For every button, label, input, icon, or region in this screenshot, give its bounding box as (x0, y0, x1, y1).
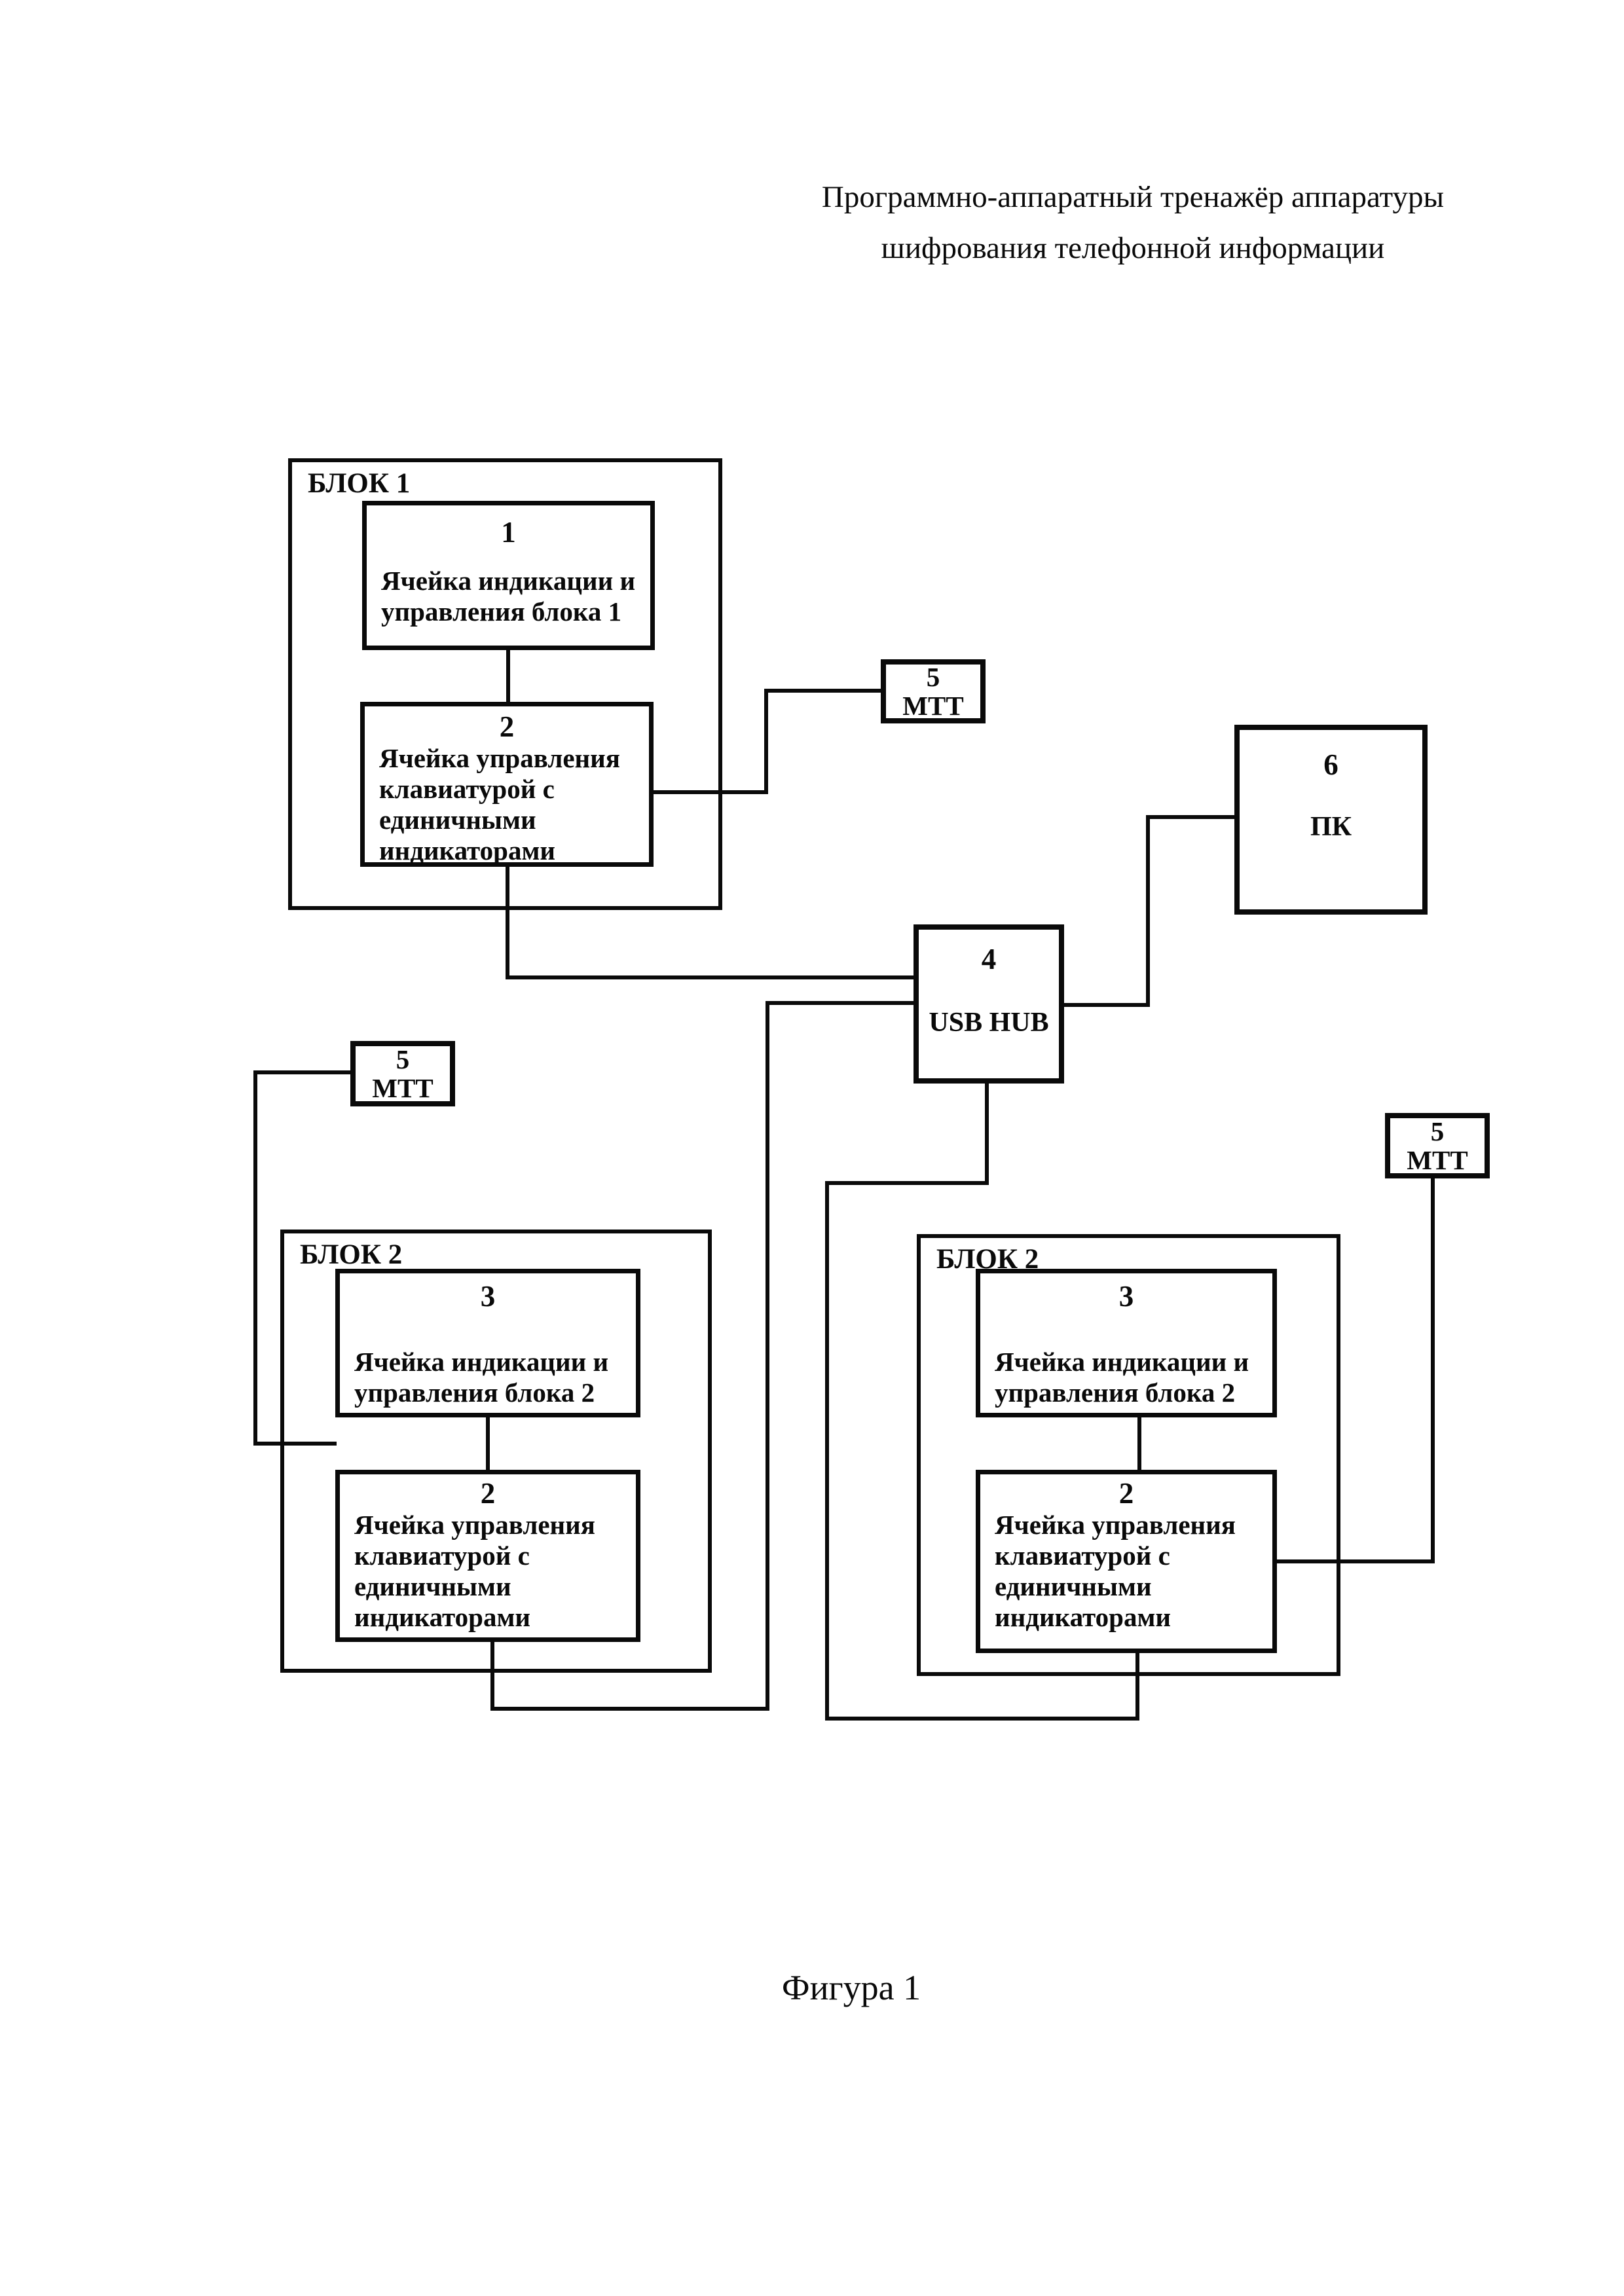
connector-line (825, 1181, 989, 1185)
connector-line (825, 1181, 829, 1721)
mtt-left-number: 5 (396, 1044, 410, 1074)
mtt-left-label: МТТ (372, 1073, 434, 1103)
cell2-keyboard-control-block2-left: 2 Ячейка управления клавиатурой с единич… (335, 1470, 640, 1642)
connector-line (766, 1001, 915, 1005)
connector-line (490, 1641, 494, 1711)
cell1-indication-control-block1: 1 Ячейка индикации и управления блока 1 (362, 501, 655, 650)
cell2-number: 2 (499, 710, 515, 743)
connector-line (253, 1070, 352, 1074)
cell2-text: Ячейка управления клавиатурой с единичны… (379, 743, 620, 866)
pc-node: 6 ПК (1234, 725, 1428, 915)
cell3-left-text: Ячейка индикации и управления блока 2 (354, 1347, 609, 1408)
block1-label: БЛОК 1 (308, 468, 411, 499)
connector-line (1137, 1416, 1141, 1471)
cell2-keyboard-control-block1: 2 Ячейка управления клавиатурой с единич… (360, 702, 654, 867)
connector-line (506, 650, 510, 702)
connector-line (764, 689, 882, 693)
cell2-left-text: Ячейка управления клавиатурой с единичны… (354, 1510, 595, 1632)
connector-line (1146, 815, 1150, 1007)
cell2-left-number: 2 (480, 1477, 496, 1510)
cell3-left-number: 3 (480, 1280, 496, 1313)
connector-line (766, 1001, 769, 1711)
connector-line (506, 863, 509, 978)
block2-left-label: БЛОК 2 (300, 1239, 403, 1270)
mtt-top-number: 5 (926, 662, 940, 692)
mtt-right-number: 5 (1430, 1116, 1445, 1146)
mtt-top-node: 5 МТТ (881, 659, 986, 723)
connector-line (253, 1070, 257, 1446)
cell3-indication-control-block2-right: 3 Ячейка индикации и управления блока 2 (976, 1269, 1277, 1417)
connector-line (825, 1717, 1139, 1721)
connector-line (490, 1707, 769, 1711)
cell2-right-text: Ячейка управления клавиатурой с единичны… (995, 1510, 1236, 1632)
mtt-right-node: 5 МТТ (1385, 1113, 1490, 1178)
mtt-left-node: 5 МТТ (350, 1041, 455, 1106)
mtt-top-label: МТТ (902, 691, 964, 721)
cell1-text: Ячейка индикации и управления блока 1 (381, 566, 636, 627)
usb-hub-label: USB HUB (929, 1008, 1049, 1038)
figure-caption: Фигура 1 (781, 1968, 921, 2007)
figure-title: Программно-аппаратный тренажёр аппаратур… (707, 172, 1559, 274)
cell2-right-number: 2 (1118, 1477, 1134, 1510)
usb-hub-number: 4 (981, 943, 997, 975)
usb-hub-node: 4 USB HUB (913, 924, 1064, 1084)
connector-line (1276, 1559, 1435, 1563)
pc-label: ПК (1310, 812, 1352, 842)
connector-line (253, 1442, 337, 1446)
connector-line (1431, 1177, 1435, 1563)
cell2-keyboard-control-block2-right: 2 Ячейка управления клавиатурой с единич… (976, 1470, 1277, 1653)
connector-line (1135, 1652, 1139, 1721)
connector-line (486, 1416, 490, 1471)
connector-line (764, 689, 768, 794)
connector-line (652, 790, 768, 794)
figure-title-line1: Программно-аппаратный тренажёр аппаратур… (821, 180, 1445, 214)
cell3-right-text: Ячейка индикации и управления блока 2 (995, 1347, 1249, 1408)
connector-line (1063, 1003, 1150, 1007)
cell1-number: 1 (501, 516, 516, 549)
cell3-right-number: 3 (1118, 1280, 1134, 1313)
figure-title-line2: шифрования телефонной информации (881, 231, 1385, 265)
connector-line (985, 1082, 989, 1185)
mtt-right-label: МТТ (1407, 1145, 1468, 1175)
connector-line (1146, 815, 1236, 819)
cell3-indication-control-block2-left: 3 Ячейка индикации и управления блока 2 (335, 1269, 640, 1417)
connector-line (506, 975, 915, 979)
pc-number: 6 (1323, 748, 1338, 781)
